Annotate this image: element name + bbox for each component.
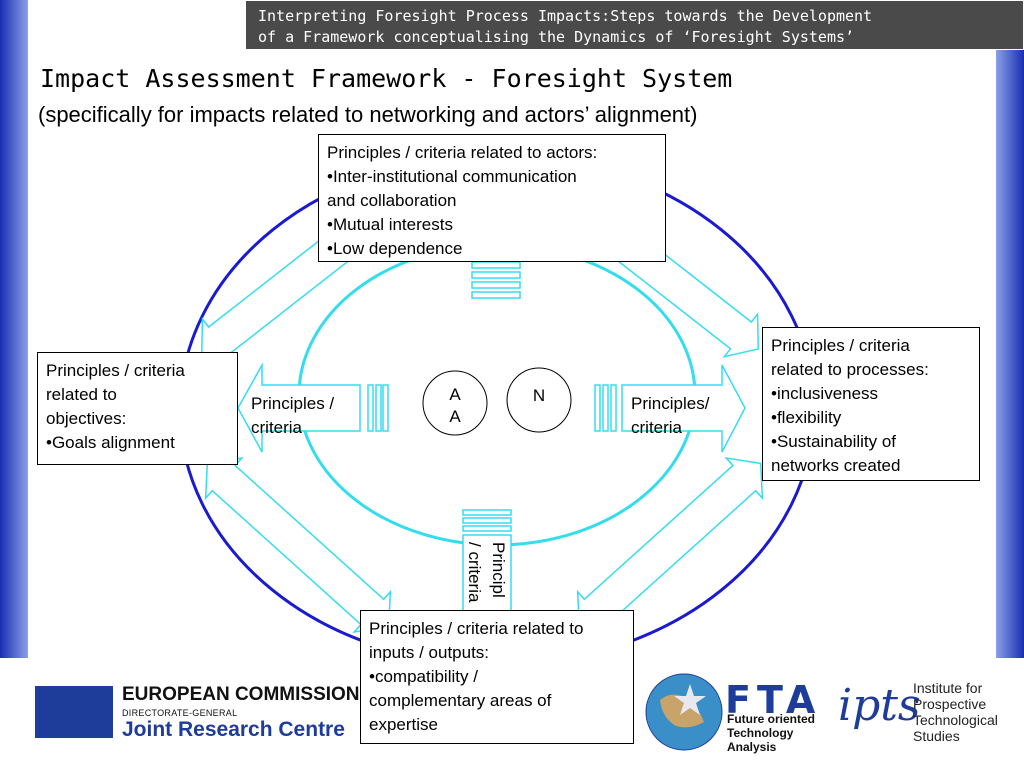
bottom-arrow-label: Principl / criteria xyxy=(458,542,510,614)
left-side-bar xyxy=(0,0,28,658)
right-arrow-label: Principles/ criteria xyxy=(631,392,709,440)
slide-title: Impact Assessment Framework - Foresight … xyxy=(40,64,733,93)
bottom-arrow-label-line-1: Principl xyxy=(489,542,508,598)
circle-aa-label-line-2: A xyxy=(449,407,461,426)
actors-line-3: and collaboration xyxy=(327,191,457,210)
processes-line-1: Principles / criteria xyxy=(771,336,910,355)
top-arrow xyxy=(471,261,521,299)
circle-aa xyxy=(422,370,488,436)
fta-subtitle: Future oriented Technology Analysis xyxy=(727,712,815,754)
ipts-name-line-2: Prospective xyxy=(913,696,987,712)
header-line-1: Interpreting Foresight Process Impacts:S… xyxy=(258,7,873,25)
left-arrow-label: Principles / criteria xyxy=(251,392,334,440)
ipts-name: Institute for Prospective Technological … xyxy=(913,680,998,744)
left-arrow-label-line-2: criteria xyxy=(251,418,303,437)
fta-logo: FTA xyxy=(725,678,822,722)
right-arrow-label-line-2: criteria xyxy=(631,418,683,437)
right-side-bar xyxy=(996,0,1024,658)
right-arrow-label-line-1: Principles/ xyxy=(631,394,710,413)
ipts-name-line-4: Studies xyxy=(913,728,960,744)
ec-title: EUROPEAN COMMISSION xyxy=(122,684,360,705)
processes-line-6: networks created xyxy=(771,456,901,475)
fta-subtitle-line-2: Technology xyxy=(727,726,794,740)
actors-line-1: Principles / criteria related to actors: xyxy=(327,143,598,162)
eu-flag-logo xyxy=(35,686,113,738)
inputs-line-2: inputs / outputs: xyxy=(369,643,490,662)
ipts-name-line-3: Technological xyxy=(913,712,998,728)
right-arrow xyxy=(594,364,746,453)
inputs-line-1: Principles / criteria related to xyxy=(369,619,584,638)
processes-line-4: •flexibility xyxy=(771,408,842,427)
actors-line-2: •Inter-institutional communication xyxy=(327,167,577,186)
header-band xyxy=(245,0,1024,50)
objectives-line-2: related to xyxy=(46,385,117,404)
bottom-arrow-label-line-2: / criteria xyxy=(465,542,484,603)
fta-subtitle-line-1: Future oriented xyxy=(727,712,816,726)
ipts-logo: ipts xyxy=(838,680,921,731)
inputs-line-4: complementary areas of xyxy=(369,691,552,710)
header-text: Interpreting Foresight Process Impacts:S… xyxy=(258,6,998,48)
processes-criteria-box: Principles / criteria related to process… xyxy=(762,327,980,481)
inputs-line-5: expertise xyxy=(369,715,438,734)
actors-criteria-box: Principles / criteria related to actors:… xyxy=(318,134,666,262)
circle-n xyxy=(506,367,572,433)
circle-aa-label: A A xyxy=(445,384,465,428)
slide-subtitle: (specifically for impacts related to net… xyxy=(38,102,698,127)
actors-line-4: •Mutual interests xyxy=(327,215,453,234)
circle-aa-label-line-1: A xyxy=(449,385,461,404)
ec-directorate: DIRECTORATE-GENERAL xyxy=(122,708,238,718)
left-arrow xyxy=(237,362,389,453)
actors-line-5: •Low dependence xyxy=(327,239,463,258)
ec-jrc: Joint Research Centre xyxy=(122,718,345,741)
objectives-line-3: objectives: xyxy=(46,409,127,428)
bottom-arrow-label-text: Principl / criteria xyxy=(462,542,510,602)
header-line-2: of a Framework conceptualising the Dynam… xyxy=(258,28,855,46)
fta-subtitle-line-3: Analysis xyxy=(727,740,777,754)
ipts-name-line-1: Institute for xyxy=(913,680,983,696)
bottom-arrow xyxy=(462,509,512,613)
inputs-outputs-criteria-box: Principles / criteria related to inputs … xyxy=(360,610,634,744)
processes-line-3: •inclusiveness xyxy=(771,384,879,403)
circle-n-label: N xyxy=(532,386,546,405)
fta-star-icon xyxy=(674,684,706,715)
objectives-criteria-box: Principles / criteria related to objecti… xyxy=(37,352,238,465)
processes-line-5: •Sustainability of xyxy=(771,432,897,451)
processes-line-2: related to processes: xyxy=(771,360,929,379)
left-arrow-label-line-1: Principles / xyxy=(251,394,335,413)
objectives-line-1: Principles / criteria xyxy=(46,361,185,380)
objectives-line-4: •Goals alignment xyxy=(46,433,175,452)
inputs-line-3: •compatibility / xyxy=(369,667,478,686)
